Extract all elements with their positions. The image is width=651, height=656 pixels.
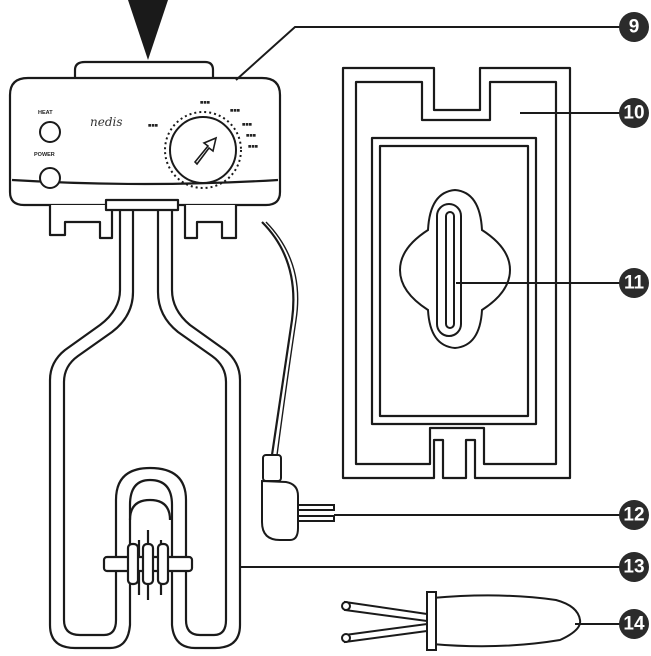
svg-text:■■■: ■■■ bbox=[248, 144, 258, 150]
brand-logo-text: nedis bbox=[90, 115, 123, 129]
filter-window bbox=[398, 188, 512, 350]
callout-10-label: 10 bbox=[623, 103, 644, 124]
svg-text:■■■: ■■■ bbox=[246, 133, 256, 139]
heat-label: HEAT bbox=[38, 110, 53, 116]
callout-13: 13 bbox=[619, 552, 649, 582]
leader-lines bbox=[235, 26, 622, 625]
filter-frame bbox=[341, 66, 572, 480]
temperature-knob bbox=[164, 111, 242, 189]
callout-10: 10 bbox=[619, 98, 649, 128]
heating-element bbox=[48, 205, 242, 650]
thermal-probe bbox=[341, 591, 582, 651]
callout-12-label: 12 bbox=[623, 505, 644, 526]
callout-11-label: 11 bbox=[624, 273, 645, 294]
callout-12: 12 bbox=[619, 500, 649, 530]
power-plug bbox=[261, 454, 335, 541]
callout-9-label: 9 bbox=[629, 17, 640, 38]
power-indicator: POWER bbox=[34, 152, 61, 189]
callout-14-label: 14 bbox=[623, 614, 645, 635]
control-unit bbox=[8, 60, 282, 240]
power-cord bbox=[261, 221, 295, 456]
svg-text:■■■: ■■■ bbox=[200, 100, 210, 106]
callout-9: 9 bbox=[619, 12, 649, 42]
power-label: POWER bbox=[34, 152, 55, 158]
insertion-arrow bbox=[128, 0, 168, 60]
svg-text:■■■: ■■■ bbox=[242, 122, 252, 128]
knob-scale-labels: ■■■ ■■■ ■■■ ■■■ ■■■ ■■■ bbox=[148, 100, 258, 150]
svg-text:■■■: ■■■ bbox=[230, 108, 240, 114]
callout-13-label: 13 bbox=[623, 557, 644, 578]
svg-text:■■■: ■■■ bbox=[148, 123, 158, 129]
callout-11: 11 bbox=[619, 268, 649, 298]
heat-indicator: HEAT bbox=[38, 110, 61, 143]
callout-14: 14 bbox=[619, 609, 649, 639]
